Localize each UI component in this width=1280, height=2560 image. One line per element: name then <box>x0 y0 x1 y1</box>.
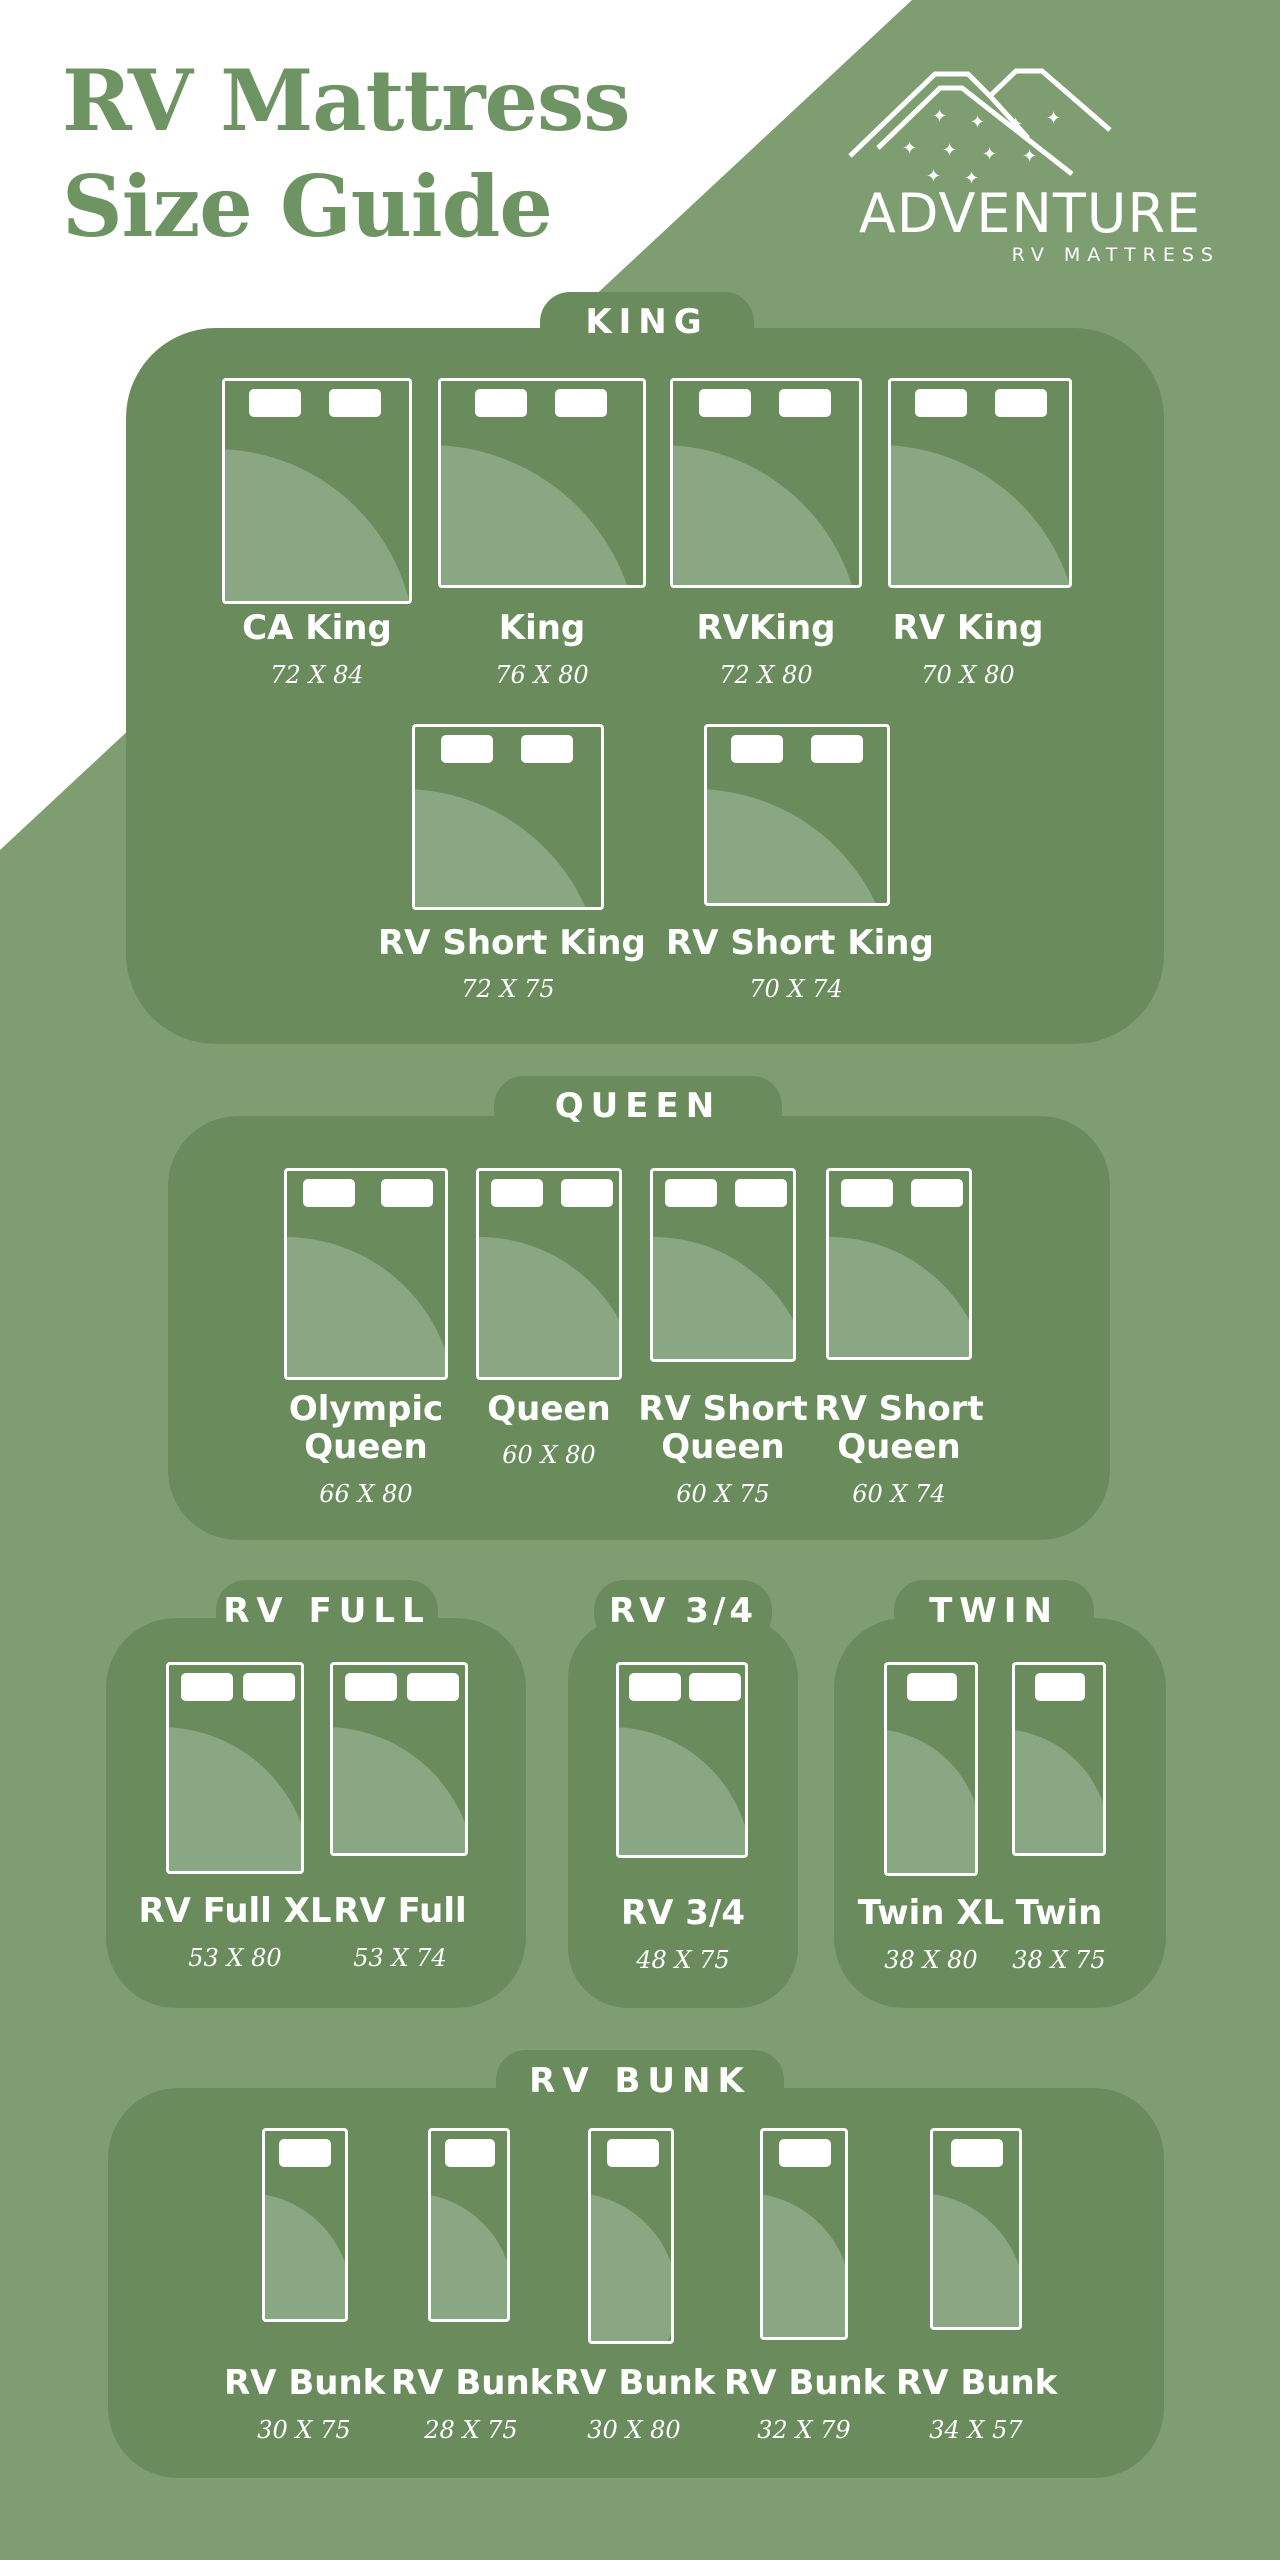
svg-text:✦: ✦ <box>964 168 979 186</box>
svg-text:✦: ✦ <box>926 166 941 186</box>
mattress-name-line-1: RV Short <box>814 1389 984 1429</box>
svg-text:✦: ✦ <box>932 106 947 127</box>
bed-diagram <box>884 1662 978 1876</box>
bed-diagram <box>704 724 890 906</box>
mattress-name: RV Full <box>333 1891 467 1931</box>
svg-text:✦: ✦ <box>942 140 957 161</box>
mattress-name: RV Bunk <box>391 2363 553 2403</box>
svg-text:✦: ✦ <box>970 112 985 133</box>
mattress-size: 66 X 80 <box>319 1480 413 1508</box>
mattress-size: 76 X 80 <box>495 661 589 689</box>
mattress-size: 72 X 75 <box>461 975 555 1003</box>
mattress-size: 72 X 80 <box>719 661 813 689</box>
king-heading: KING <box>540 292 754 356</box>
bed-diagram <box>222 378 412 604</box>
queen-heading: QUEEN <box>494 1076 782 1140</box>
bed-diagram <box>166 1662 304 1874</box>
mattress-name-line-2: Queen <box>304 1427 428 1467</box>
mattress-name: RV Bunk <box>224 2363 386 2403</box>
mattress-size: 32 X 79 <box>757 2416 851 2444</box>
bed-diagram <box>284 1168 448 1380</box>
rv-full-heading: RV FULL <box>216 1580 438 1644</box>
title-line-2: Size Guide <box>62 157 553 256</box>
mattress-name: Queen <box>449 1390 649 1428</box>
mattress-size: 60 X 80 <box>502 1441 596 1469</box>
mattress-name-line-1: Olympic <box>288 1389 444 1429</box>
bed-diagram <box>476 1168 622 1380</box>
bed-diagram <box>616 1662 748 1858</box>
twin-heading: TWIN <box>894 1580 1094 1644</box>
mattress-size: 34 X 57 <box>929 2416 1023 2444</box>
mattress-name: RV Bunk <box>896 2363 1058 2403</box>
mattress-name: Twin <box>1015 1893 1103 1933</box>
mountains-stars-icon: ✦✦✦✦ ✦✦✦✦ ✦✦ <box>848 68 1112 186</box>
rv-bunk-heading: RV BUNK <box>496 2050 784 2114</box>
bed-diagram <box>412 724 604 910</box>
bed-diagram <box>826 1168 972 1360</box>
bed-diagram <box>1012 1662 1106 1856</box>
mattress-size: 30 X 80 <box>587 2416 681 2444</box>
bed-diagram <box>262 2128 348 2322</box>
bed-diagram <box>670 378 862 588</box>
mattress-size: 30 X 75 <box>257 2416 351 2444</box>
brand-logo: ✦✦✦✦ ✦✦✦✦ ✦✦ ADVENTURE RV MATTRESS <box>840 66 1220 266</box>
logo-wordmark: ADVENTURE <box>858 182 1202 245</box>
mattress-name: Twin XL <box>857 1893 1005 1933</box>
svg-text:✦: ✦ <box>982 144 997 165</box>
mattress-name: King <box>498 608 586 648</box>
mattress-name: RV Bunk <box>554 2363 716 2403</box>
mattress-name: RV Short Queen <box>799 1390 999 1466</box>
mattress-size: 38 X 75 <box>1012 1946 1106 1974</box>
bed-diagram <box>330 1662 468 1856</box>
svg-text:✦: ✦ <box>902 138 917 159</box>
title-line-1: RV Mattress <box>62 51 631 150</box>
rv-three-quarter-heading: RV 3/4 <box>594 1580 772 1644</box>
bed-diagram <box>588 2128 674 2344</box>
mattress-name: RV Short King <box>666 923 934 963</box>
svg-text:✦: ✦ <box>1008 114 1023 135</box>
mattress-size: 38 X 80 <box>884 1946 978 1974</box>
mattress-name-line-2: Queen <box>661 1427 785 1467</box>
bed-diagram <box>888 378 1072 588</box>
svg-text:✦: ✦ <box>1022 146 1037 167</box>
mattress-name: RV Bunk <box>724 2363 886 2403</box>
mattress-size: 72 X 84 <box>270 661 364 689</box>
svg-text:✦: ✦ <box>1046 108 1061 129</box>
mattress-name: RV Full XL <box>138 1891 332 1931</box>
mattress-name: RV King <box>892 608 1044 648</box>
mattress-name: RVKing <box>696 608 836 648</box>
bed-diagram <box>650 1168 796 1362</box>
mattress-size: 48 X 75 <box>636 1946 730 1974</box>
mattress-size: 53 X 80 <box>188 1944 282 1972</box>
mattress-size: 28 X 75 <box>424 2416 518 2444</box>
bed-diagram <box>428 2128 510 2322</box>
bed-diagram <box>760 2128 848 2340</box>
mattress-size: 70 X 74 <box>749 975 843 1003</box>
mattress-name: RV Short Queen <box>623 1390 823 1466</box>
bed-diagram <box>438 378 646 588</box>
mattress-name-line-1: RV Short <box>638 1389 808 1429</box>
mattress-name-line-2: Queen <box>837 1427 961 1467</box>
logo-tagline: RV MATTRESS <box>1011 244 1220 266</box>
mattress-size: 60 X 74 <box>852 1480 946 1508</box>
mattress-name-line-1: Queen <box>487 1389 611 1429</box>
mattress-size: 70 X 80 <box>921 661 1015 689</box>
mattress-name: CA King <box>242 608 392 648</box>
bed-diagram <box>930 2128 1022 2330</box>
mattress-size: 53 X 74 <box>353 1944 447 1972</box>
page-title: RV Mattress Size Guide <box>62 48 631 260</box>
mattress-size: 60 X 75 <box>676 1480 770 1508</box>
mattress-name: Olympic Queen <box>266 1390 466 1466</box>
mattress-name: RV 3/4 <box>620 1893 746 1933</box>
mattress-name: RV Short King <box>378 923 646 963</box>
